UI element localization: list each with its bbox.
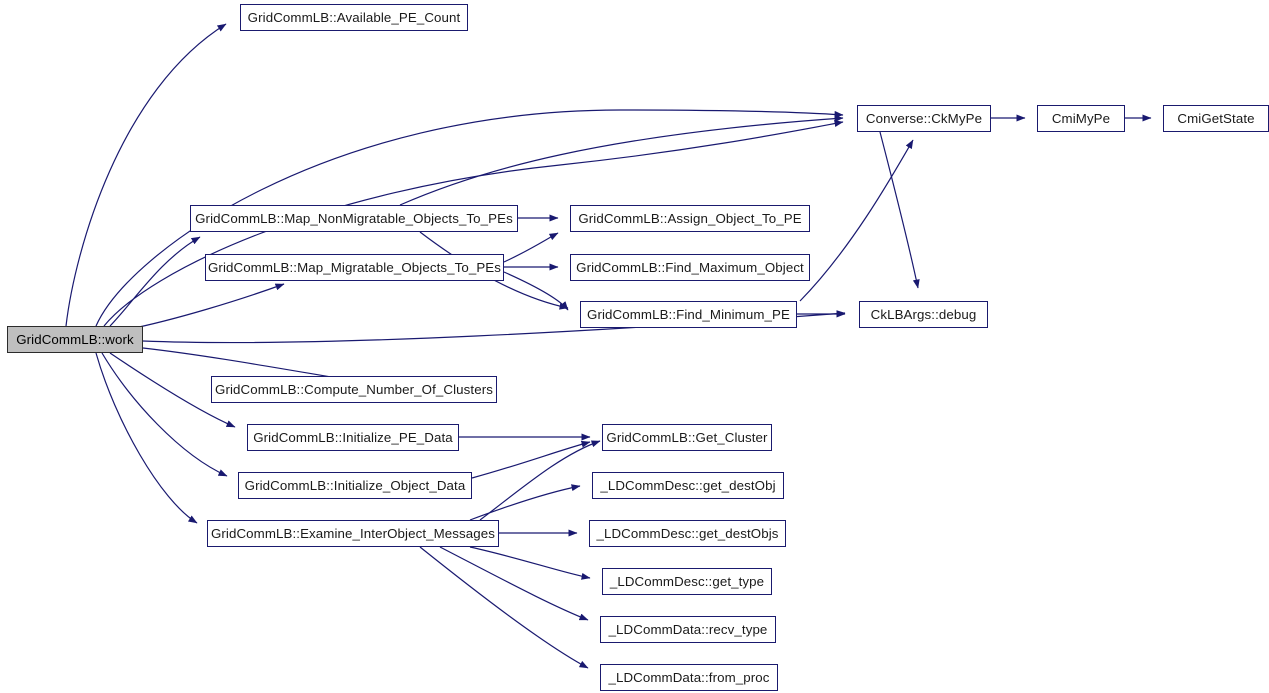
node-mapmig[interactable]: GridCommLB::Map_Migratable_Objects_To_PE… [205,254,504,281]
node-label-availpe: GridCommLB::Available_PE_Count [247,9,461,25]
node-label-cmimype: CmiMyPe [1051,110,1111,126]
node-fromproc[interactable]: _LDCommData::from_proc [600,664,778,691]
node-gettype[interactable]: _LDCommDesc::get_type [602,568,772,595]
edge-work-to-initobjdata [101,352,228,477]
edge-work-to-examinemsg [95,352,198,524]
node-label-ckmype: Converse::CkMyPe [865,110,983,126]
edge-ckmype-to-ckdebug [879,131,920,289]
node-label-work: GridCommLB::work [16,331,134,347]
node-findmaxobj[interactable]: GridCommLB::Find_Maximum_Object [570,254,810,281]
edge-examinemsg-to-fromproc [419,546,589,669]
node-label-getdestobjs: _LDCommDesc::get_destObjs [596,525,779,541]
edge-examinemsg-to-recvtype [439,546,589,621]
node-label-assignobj: GridCommLB::Assign_Object_To_PE [578,210,802,226]
node-assignobj[interactable]: GridCommLB::Assign_Object_To_PE [570,205,810,232]
node-findminpe[interactable]: GridCommLB::Find_Minimum_PE [580,301,797,328]
node-label-computeclusters: GridCommLB::Compute_Number_Of_Clusters [215,381,493,397]
edge-findminpe-to-ckmype [799,139,914,302]
node-getdestobj[interactable]: _LDCommDesc::get_destObj [592,472,784,499]
node-computeclusters[interactable]: GridCommLB::Compute_Number_Of_Clusters [211,376,497,403]
node-label-recvtype: _LDCommData::recv_type [608,621,768,637]
node-initobjdata[interactable]: GridCommLB::Initialize_Object_Data [238,472,472,499]
edge-work-to-mapmig [124,283,285,331]
edge-initobjdata-to-getcluster [471,440,591,479]
node-examinemsg[interactable]: GridCommLB::Examine_InterObject_Messages [207,520,499,547]
edge-examinemsg-to-getdestobj [469,484,581,521]
node-label-initpedata: GridCommLB::Initialize_PE_Data [253,429,453,445]
node-label-mapnonmig: GridCommLB::Map_NonMigratable_Objects_To… [195,210,513,226]
node-ckmype[interactable]: Converse::CkMyPe [857,105,991,132]
edge-examinemsg-to-gettype [469,546,591,580]
edge-examinemsg-to-getcluster [479,440,601,521]
node-label-cmigetstate: CmiGetState [1177,110,1255,126]
node-label-initobjdata: GridCommLB::Initialize_Object_Data [244,477,466,493]
node-recvtype[interactable]: _LDCommData::recv_type [600,616,776,643]
node-label-findminpe: GridCommLB::Find_Minimum_PE [587,306,790,322]
node-label-gettype: _LDCommDesc::get_type [609,573,765,589]
node-cmimype[interactable]: CmiMyPe [1037,105,1125,132]
node-getcluster[interactable]: GridCommLB::Get_Cluster [602,424,772,451]
node-label-getcluster: GridCommLB::Get_Cluster [606,429,768,445]
edge-work-to-mapnonmig [109,236,201,327]
node-initpedata[interactable]: GridCommLB::Initialize_PE_Data [247,424,459,451]
node-label-fromproc: _LDCommData::from_proc [608,669,770,685]
node-cmigetstate[interactable]: CmiGetState [1163,105,1269,132]
node-mapnonmig[interactable]: GridCommLB::Map_NonMigratable_Objects_To… [190,205,518,232]
edge-work-to-availpe [65,23,227,327]
node-getdestobjs[interactable]: _LDCommDesc::get_destObjs [589,520,786,547]
node-work[interactable]: GridCommLB::work [7,326,143,353]
node-label-getdestobj: _LDCommDesc::get_destObj [600,477,776,493]
node-availpe[interactable]: GridCommLB::Available_PE_Count [240,4,468,31]
edge-mapmig-to-findminpe [503,271,569,311]
node-label-findmaxobj: GridCommLB::Find_Maximum_Object [576,259,804,275]
edge-mapmig-to-assignobj [503,232,559,263]
edge-mapnonmig-to-ckmype [399,115,844,206]
node-label-ckdebug: CkLBArgs::debug [870,306,977,322]
node-ckdebug[interactable]: CkLBArgs::debug [859,301,988,328]
node-label-mapmig: GridCommLB::Map_Migratable_Objects_To_PE… [207,259,502,275]
node-label-examinemsg: GridCommLB::Examine_InterObject_Messages [210,525,496,541]
